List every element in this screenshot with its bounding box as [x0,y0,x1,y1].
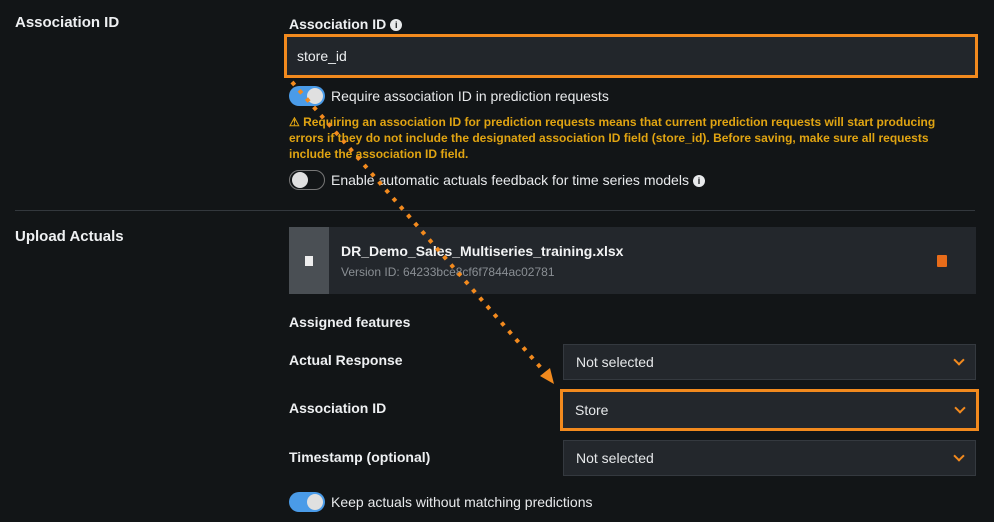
file-version-id: Version ID: 64233bce8cf6f7844ac02781 [341,265,555,279]
dotted-arrow-line [290,80,550,378]
arrow-head [540,368,554,384]
association-id-value: store_id [297,48,347,64]
feature-label-timestamp: Timestamp (optional) [289,449,431,465]
require-association-toggle[interactable] [289,86,325,106]
warning-icon: ⚠ [289,115,304,129]
toggle-knob [307,494,323,510]
timestamp-select[interactable]: Not selected [563,440,976,476]
warning-message: ⚠ Requiring an association ID for predic… [289,114,969,162]
association-id-select[interactable]: Store [560,389,979,431]
association-section-title: Association ID [15,14,120,31]
actual-response-select[interactable]: Not selected [563,344,976,380]
info-icon[interactable]: i [390,19,403,32]
association-id-label-text: Association ID [289,16,387,32]
actuals-feedback-text: Enable automatic actuals feedback for ti… [331,172,689,188]
section-divider [15,210,975,211]
keep-actuals-label: Keep actuals without matching prediction… [331,494,593,510]
file-name: DR_Demo_Sales_Multiseries_training.xlsx [341,243,624,259]
info-icon[interactable]: i [692,175,705,188]
toggle-knob [307,88,323,104]
assigned-features-title: Assigned features [289,314,411,330]
warning-text: Requiring an association ID for predicti… [289,115,936,161]
toggle-knob [292,172,308,188]
trash-icon[interactable] [937,255,947,267]
actuals-feedback-toggle[interactable] [289,170,325,190]
require-association-label: Require association ID in prediction req… [331,88,609,104]
select-value: Store [575,402,609,418]
feature-label-association-id: Association ID [289,400,387,416]
feature-label-actual-response: Actual Response [289,352,403,368]
select-value: Not selected [576,354,654,370]
file-icon [289,227,329,294]
keep-actuals-toggle[interactable] [289,492,325,512]
upload-section-title: Upload Actuals [15,228,124,245]
association-id-input[interactable]: store_id [284,34,978,78]
select-value: Not selected [576,450,654,466]
uploaded-file-card: DR_Demo_Sales_Multiseries_training.xlsx … [289,227,976,294]
actuals-feedback-label: Enable automatic actuals feedback for ti… [331,172,705,188]
